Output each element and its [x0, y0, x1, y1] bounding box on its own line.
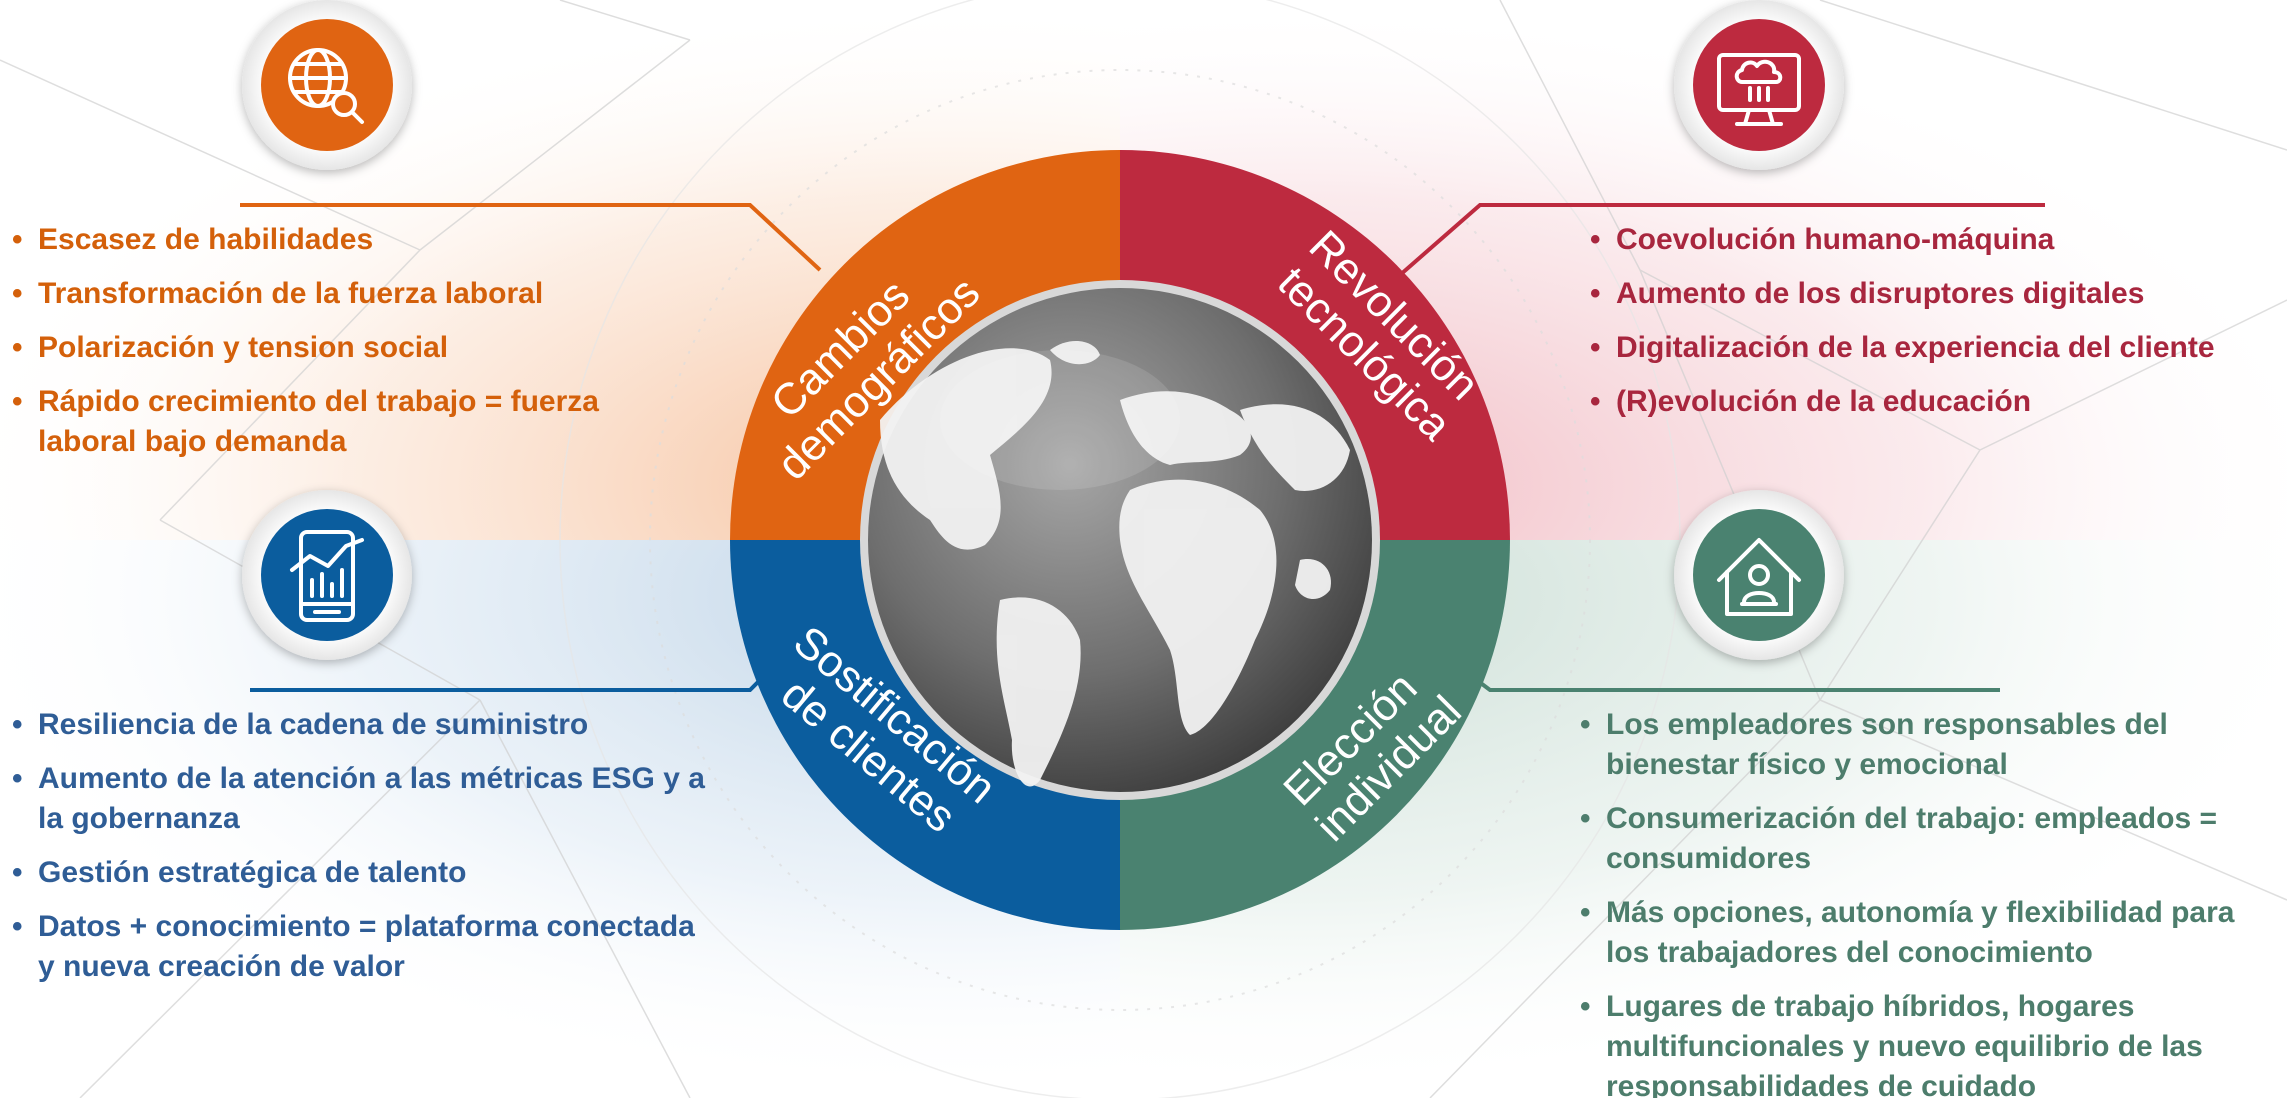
- world-globe-icon: [860, 280, 1380, 800]
- list-revolucion-tecnologica: Coevolución humano-máquina Aumento de lo…: [1590, 220, 2280, 436]
- cloud-computer-icon: [1717, 53, 1801, 126]
- list-item: Lugares de trabajo híbridos, hogares mul…: [1580, 987, 2280, 1098]
- list-item: Escasez de habilidades: [12, 220, 672, 260]
- list-sostificacion-clientes: Resiliencia de la cadena de suministro A…: [12, 705, 712, 1001]
- list-eleccion-individual: Los empleadores son responsables del bie…: [1580, 705, 2280, 1098]
- list-item: Coevolución humano-máquina: [1590, 220, 2280, 260]
- list-item: Más opciones, autonomía y flexibilidad p…: [1580, 893, 2280, 973]
- list-item: Gestión estratégica de talento: [12, 853, 712, 893]
- list-item: Transformación de la fuerza laboral: [12, 274, 672, 314]
- globe-search-icon: [288, 48, 364, 124]
- list-item: Consumerización del trabajo: empleados =…: [1580, 799, 2280, 879]
- list-item: Resiliencia de la cadena de suministro: [12, 705, 712, 745]
- list-item: Los empleadores son responsables del bie…: [1580, 705, 2280, 785]
- list-item: Polarización y tension social: [12, 328, 672, 368]
- mobile-analytics-icon: [290, 530, 364, 622]
- list-item: Datos + conocimiento = plataforma conect…: [12, 907, 712, 987]
- list-item: Aumento de la atención a las métricas ES…: [12, 759, 712, 839]
- list-item: (R)evolución de la educación: [1590, 382, 2280, 422]
- list-cambios-demograficos: Escasez de habilidades Transformación de…: [12, 220, 672, 476]
- list-item: Aumento de los disruptores digitales: [1590, 274, 2280, 314]
- home-office-icon: [1717, 538, 1801, 616]
- list-item: Digitalización de la experiencia del cli…: [1590, 328, 2280, 368]
- list-item: Rápido crecimiento del trabajo = fuerza …: [12, 382, 672, 462]
